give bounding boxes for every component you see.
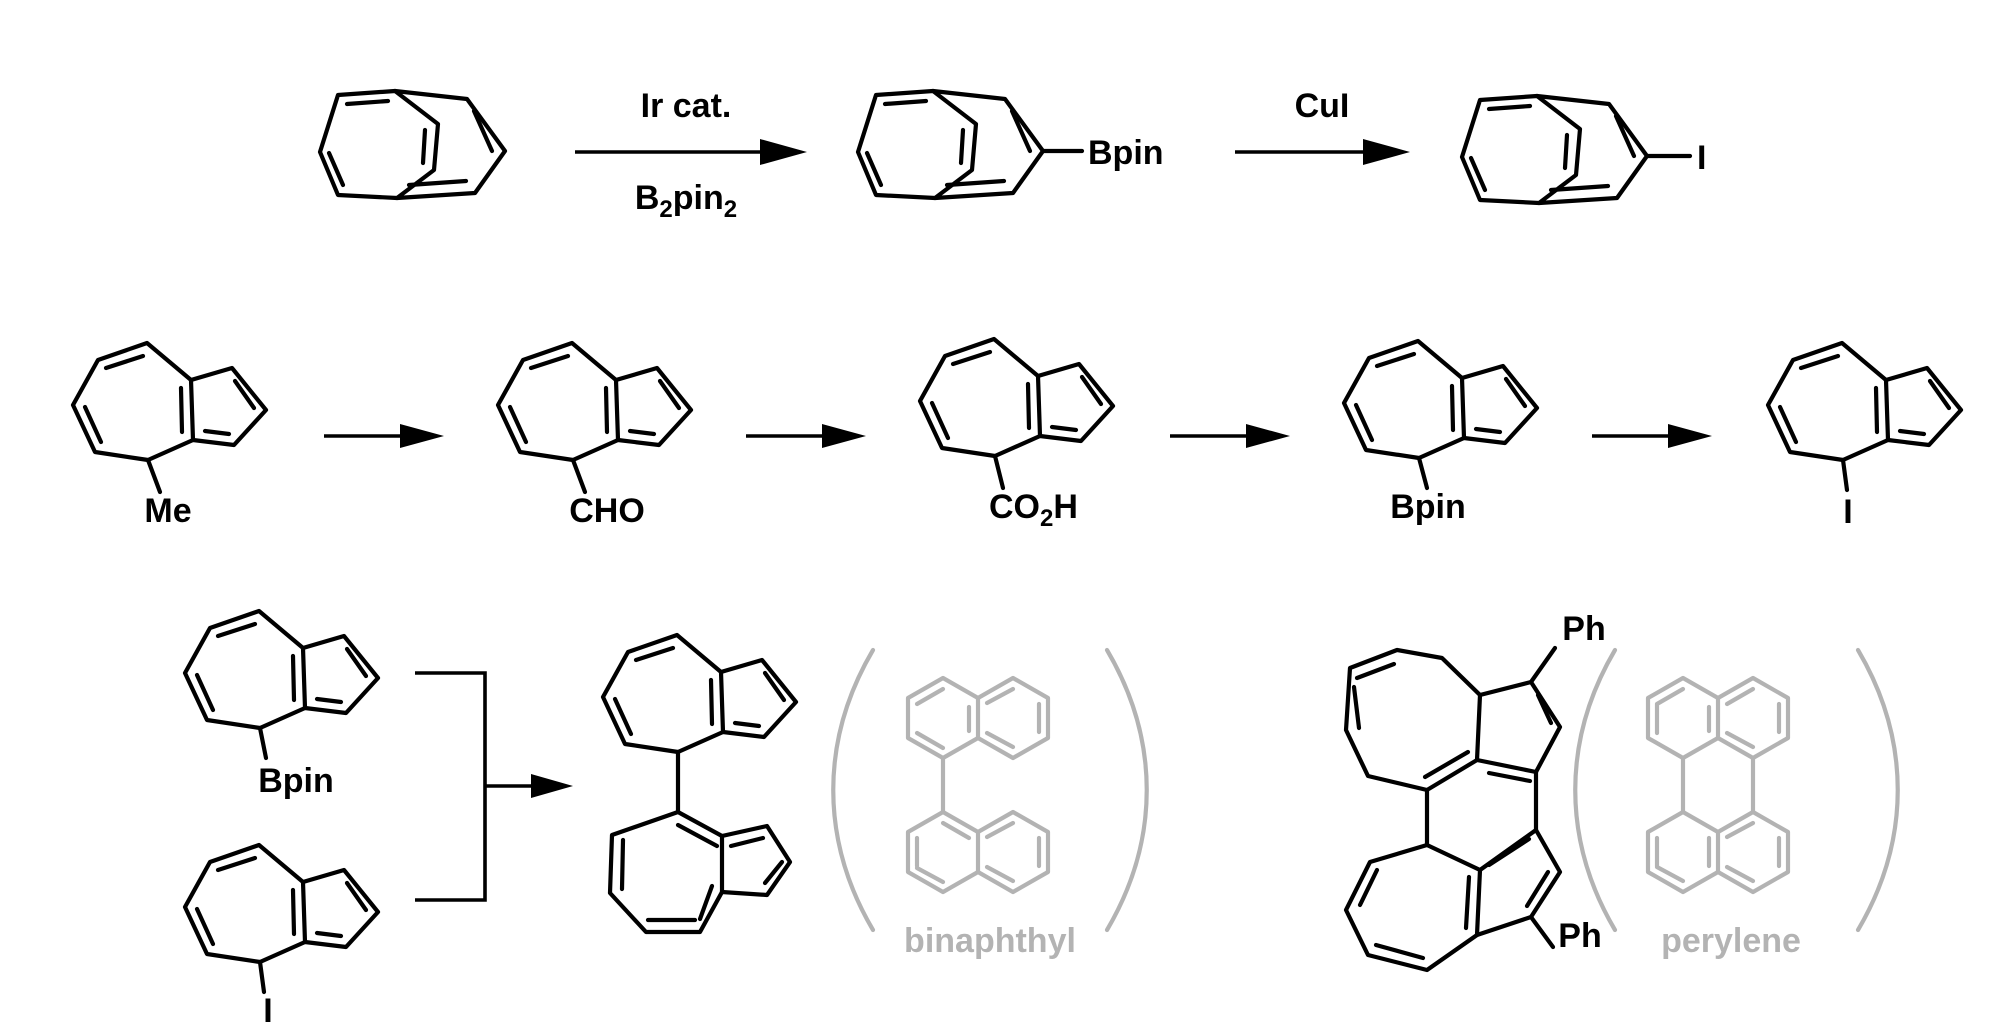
arrow-step-b [746,424,866,448]
substituent-bpin-4: Bpin [1390,488,1466,526]
azulene-4-carboxylic-acid [917,336,1116,491]
substituent-iodo-reactant: I [263,992,272,1024]
substituent-iodo-1: I [1697,139,1706,177]
reagent-b2pin2: B2pin2 [635,179,737,223]
azulene-4-iodo [1765,340,1964,493]
azulene-2-bpin [855,88,1085,201]
biazulene-product [600,632,799,935]
arrow-ir-borylation [575,139,807,165]
perylene-analog [1573,647,1900,933]
substituent-bpin: Bpin [1088,134,1164,172]
label-perylene: perylene [1661,922,1801,960]
reagent-cui: CuI [1295,87,1350,125]
substituent-iodo-4: I [1843,493,1852,531]
arrow-step-a [324,424,444,448]
substituent-cho: CHO [569,492,645,530]
arrow-step-c [1170,424,1290,448]
coupling-bracket-arrow [415,671,573,902]
label-binaphthyl: binaphthyl [904,922,1076,960]
reagent-ir-cat: Ir cat. [641,87,732,125]
azulene-4-bpin [1341,338,1540,491]
reactant-azulene-4-iodo [182,842,381,995]
substituent-bpin-reactant: Bpin [258,762,334,800]
substituent-ph-bottom: Ph [1558,917,1601,955]
binaphthyl-analog [831,647,1149,933]
arrow-cui-iodination [1235,139,1410,165]
substituent-ph-top: Ph [1562,610,1605,648]
azulene-start [317,88,508,201]
azulene-2-iodo [1459,93,1693,206]
azulene-4-methyl [70,340,269,495]
diphenyl-fused-biazulene-product [1343,645,1563,973]
reactant-azulene-4-bpin [182,608,381,761]
substituent-co2h: CO2H [989,488,1078,532]
substituent-me: Me [144,492,191,530]
azulene-4-formyl [495,340,694,495]
arrow-step-d [1592,424,1712,448]
